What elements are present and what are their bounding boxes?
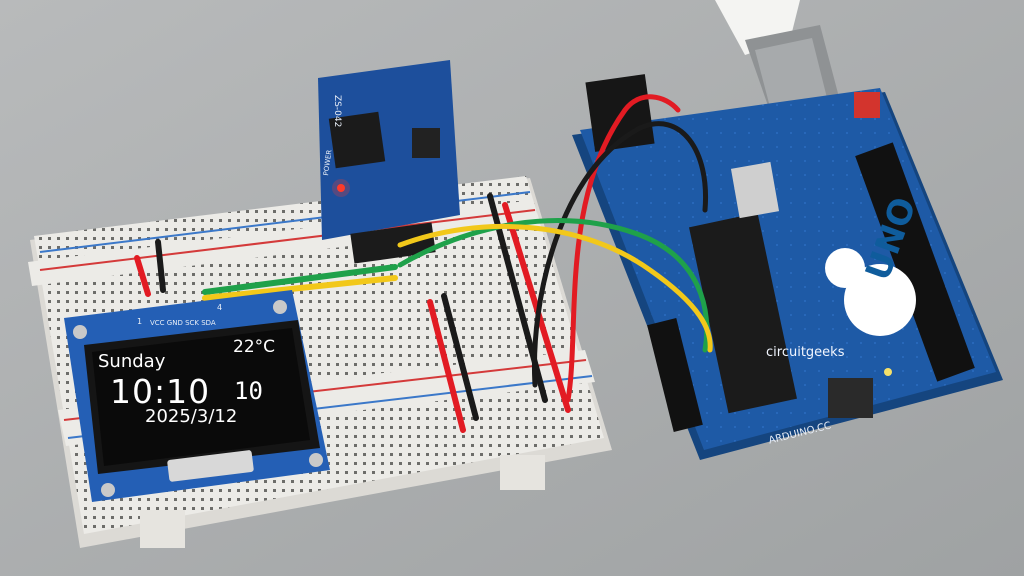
oled-day-text: Sunday	[98, 351, 166, 372]
oled-pin-last-label: 4	[217, 303, 223, 312]
arduino-jumpers	[397, 94, 713, 403]
oled-temperature-text: 22°C	[233, 337, 276, 357]
oled-date-text: 2025/3/12	[145, 406, 238, 427]
rtc-chip-label: ZS-042	[332, 95, 342, 128]
watermark-text: circuitgeeks	[766, 345, 845, 360]
oled-seconds-text: 10	[234, 377, 263, 405]
breadboard-jumpers	[134, 193, 571, 433]
arduino-uno-board	[572, 74, 1003, 460]
rtc-module	[318, 60, 460, 264]
oled-pin-labels: VCC GND SCK SDA	[150, 319, 216, 327]
oled-pin-first-label: 1	[137, 317, 143, 326]
oled-module	[64, 290, 330, 502]
oled-time-text: 10:10	[110, 372, 211, 411]
